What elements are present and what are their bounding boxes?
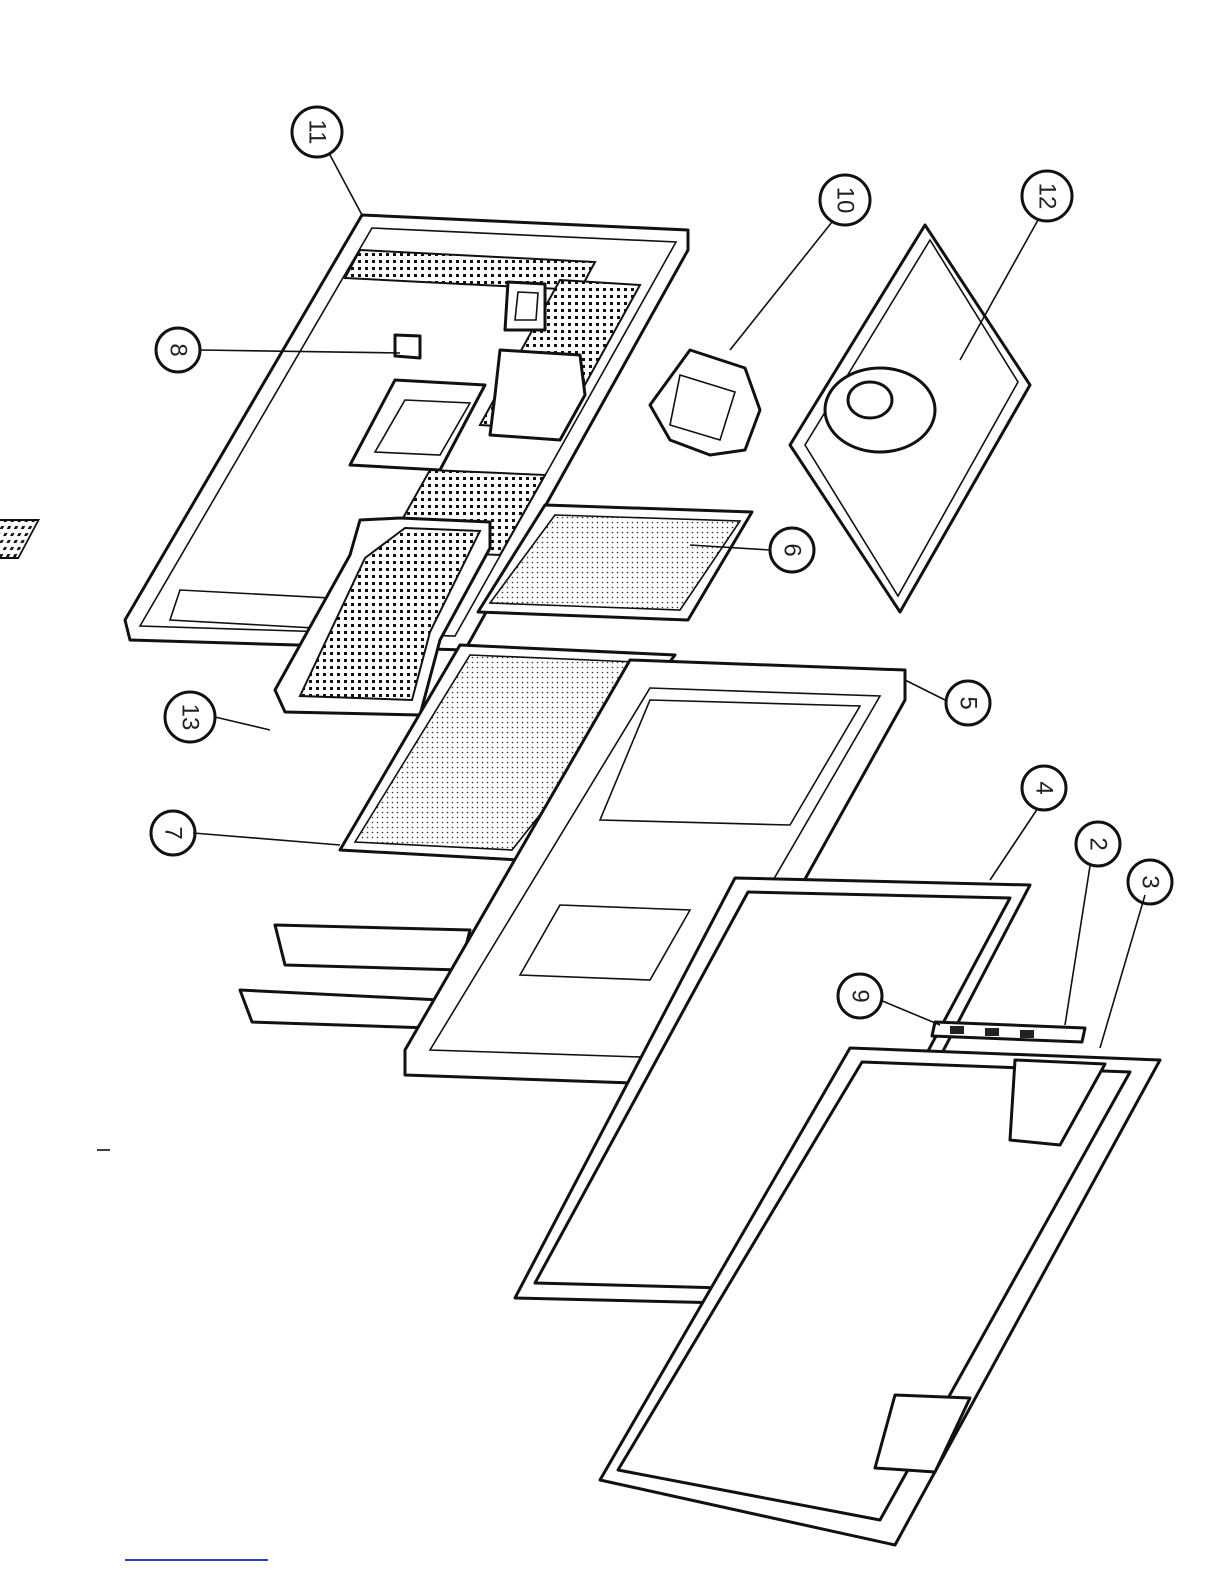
callout-4: 4 — [1022, 766, 1066, 810]
leader-5 — [905, 680, 945, 700]
callout-label-3: 3 — [1137, 875, 1164, 888]
callout-label-13: 13 — [177, 704, 204, 731]
leader-2 — [1065, 866, 1090, 1025]
callout-label-2: 2 — [1085, 837, 1112, 850]
callout-10: 10 — [820, 175, 870, 225]
part-key-board — [932, 1022, 1085, 1042]
callout-label-5: 5 — [955, 696, 982, 709]
callout-label-10: 10 — [832, 187, 859, 214]
leader-10 — [730, 222, 832, 350]
callout-label-7: 7 — [160, 826, 187, 839]
leader-13 — [215, 717, 270, 730]
callout-12: 12 — [1022, 171, 1072, 221]
callout-3: 3 — [1128, 860, 1172, 904]
callout-5: 5 — [946, 681, 990, 725]
callout-label-12: 12 — [1034, 183, 1061, 210]
callout-7: 7 — [151, 811, 195, 855]
callout-label-9: 9 — [847, 989, 874, 1002]
callout-13: 13 — [165, 692, 215, 742]
leader-4 — [990, 808, 1038, 880]
callout-11: 11 — [292, 107, 342, 157]
callout-label-6: 6 — [779, 543, 806, 556]
part-stand-hinge — [650, 350, 760, 455]
callout-label-4: 4 — [1031, 781, 1058, 794]
part-stand-base — [790, 225, 1030, 612]
callout-label-8: 8 — [165, 343, 192, 356]
callout-6: 6 — [770, 528, 814, 572]
callout-label-11: 11 — [304, 120, 331, 145]
callout-8: 8 — [156, 328, 200, 372]
callout-2: 2 — [1076, 822, 1120, 866]
leader-7 — [193, 833, 340, 845]
leader-11 — [330, 155, 362, 215]
leader-3 — [1100, 895, 1145, 1048]
